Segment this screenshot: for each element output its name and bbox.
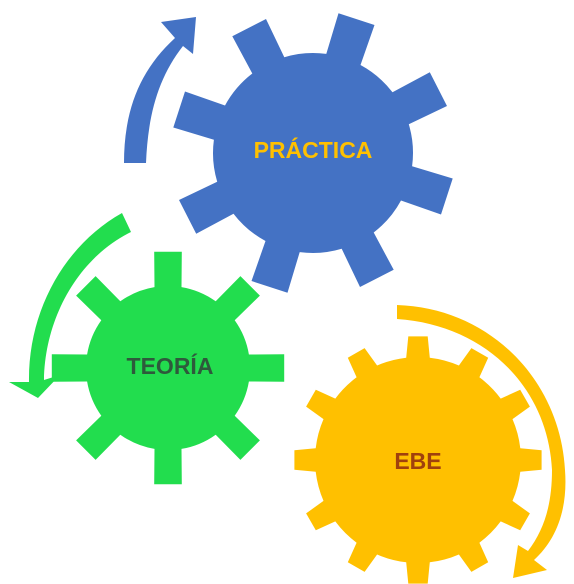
ebe-gear: EBE: [294, 336, 542, 584]
blue-arrow: [124, 17, 196, 163]
yellow-arrow: [397, 305, 566, 578]
practica-gear: PRÁCTICA: [173, 13, 453, 293]
blue-arrow-body: [124, 17, 196, 163]
teoria-gear: TEORÍA: [51, 251, 285, 485]
green-arrow: [9, 213, 131, 398]
teoria-label: TEORÍA: [127, 352, 214, 379]
practica-gear-shape: [173, 13, 453, 293]
yellow-arrow-body: [397, 305, 566, 578]
ebe-gear-shape: [294, 336, 542, 584]
teoria-gear-shape: [51, 251, 285, 485]
practica-label: PRÁCTICA: [254, 136, 373, 163]
green-arrow-body: [9, 213, 131, 398]
ebe-label: EBE: [394, 448, 441, 474]
